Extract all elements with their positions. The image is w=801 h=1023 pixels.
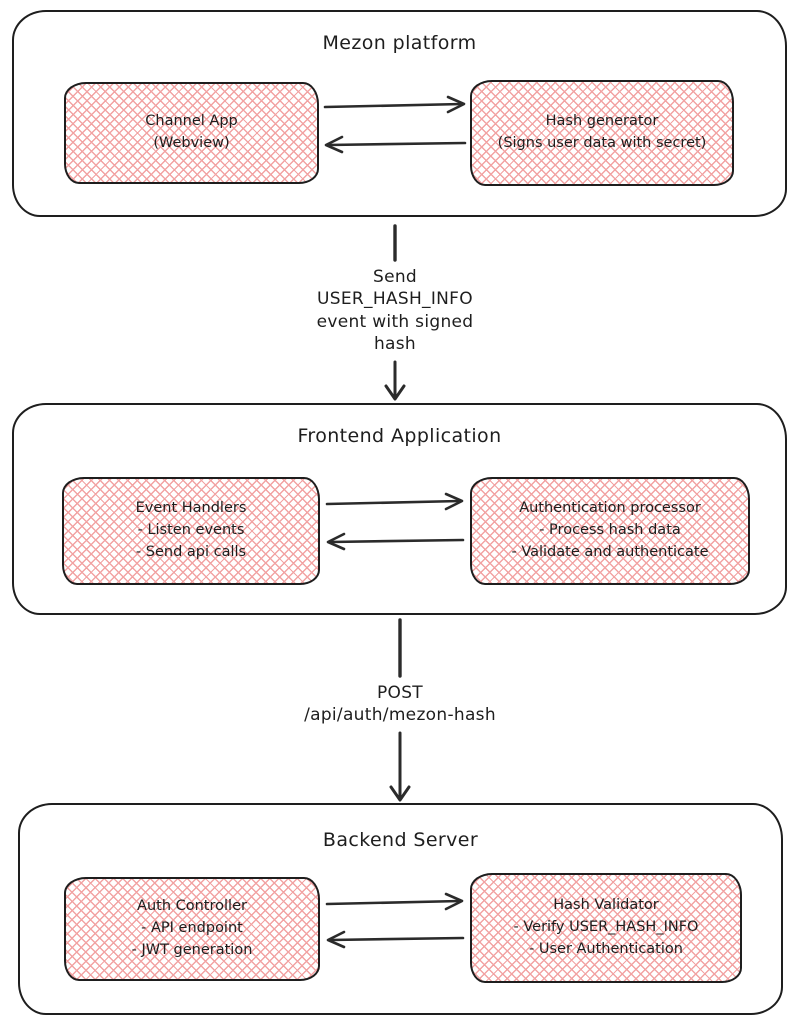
node-label-hash-validator: Hash Validator- Verify USER_HASH_INFO- U…: [513, 897, 699, 957]
container-title-frontend-application: Frontend Application: [297, 425, 502, 447]
container-title-mezon-platform: Mezon platform: [322, 32, 477, 54]
node-label-channel-app: Channel App(Webview): [145, 113, 238, 151]
node-hash-generator: Hash generator(Signs user data with secr…: [470, 80, 734, 186]
node-hash-validator: Hash Validator- Verify USER_HASH_INFO- U…: [470, 873, 742, 983]
node-authentication-processor: Authentication processor- Process hash d…: [470, 477, 750, 585]
arrow-left-icon: [326, 532, 465, 551]
node-label-auth-controller: Auth Controller- API endpoint- JWT gener…: [131, 898, 253, 958]
connector-label-post-endpoint: POST/api/auth/mezon-hash: [304, 683, 496, 726]
connector-line: [398, 618, 402, 678]
node-auth-controller: Auth Controller- API endpoint- JWT gener…: [64, 877, 320, 981]
node-label-hash-generator: Hash generator(Signs user data with secr…: [497, 113, 707, 151]
connector-frontend-to-backend: POST/api/auth/mezon-hash: [295, 618, 505, 803]
container-mezon-platform: Mezon platform Channel App(Webview) Hash…: [12, 10, 787, 217]
node-label-event-handlers: Event Handlers- Listen events- Send api …: [135, 500, 247, 560]
container-frontend-application: Frontend Application Event Handlers- Lis…: [12, 403, 787, 615]
node-event-handlers: Event Handlers- Listen events- Send api …: [62, 477, 320, 585]
arrow-down-icon: [389, 731, 411, 802]
arrow-right-icon: [323, 95, 466, 114]
arrow-left-icon: [324, 135, 467, 154]
arrow-left-icon: [326, 930, 465, 949]
container-backend-server: Backend Server Auth Controller- API endp…: [18, 803, 783, 1015]
arrow-down-icon: [384, 360, 406, 401]
arrow-right-icon: [325, 492, 464, 511]
node-channel-app: Channel App(Webview): [64, 82, 319, 184]
node-label-authentication-processor: Authentication processor- Process hash d…: [511, 500, 709, 560]
container-title-backend-server: Backend Server: [322, 829, 479, 851]
arrow-right-icon: [325, 892, 464, 911]
connector-line: [393, 224, 397, 262]
